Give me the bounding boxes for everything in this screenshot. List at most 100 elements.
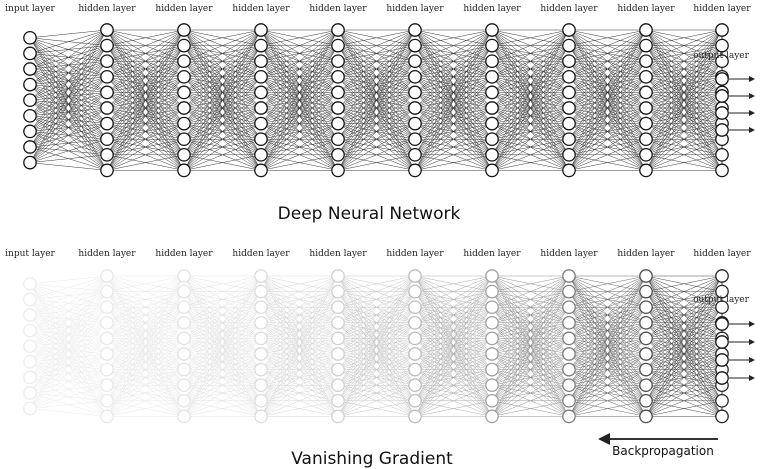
connection	[491, 275, 570, 417]
neuron	[254, 362, 268, 377]
hidden-layer-label: hidden layer	[232, 4, 290, 14]
connection	[260, 275, 339, 401]
neuron	[639, 147, 653, 162]
connection	[106, 275, 185, 355]
connection	[337, 275, 416, 417]
neuron	[177, 132, 191, 147]
connection	[183, 29, 262, 124]
neuron	[177, 409, 191, 424]
connection	[183, 384, 262, 417]
neuron	[715, 72, 729, 86]
connection	[106, 29, 185, 62]
diagram-caption: Vanishing Gradient	[291, 449, 453, 469]
neuron	[254, 315, 268, 330]
connection	[106, 29, 185, 46]
neuron	[715, 300, 729, 315]
neuron	[715, 371, 729, 385]
neuron	[639, 300, 653, 315]
backpropagation-label: Backpropagation	[612, 444, 714, 458]
connection	[183, 92, 262, 171]
neuron	[562, 116, 576, 131]
neuron	[715, 409, 729, 424]
connection	[337, 29, 416, 93]
hidden-layer-label: hidden layer	[540, 4, 598, 14]
connection	[106, 61, 185, 171]
connection	[183, 29, 262, 46]
connection	[491, 138, 570, 171]
connection	[260, 307, 339, 417]
connection	[183, 29, 262, 78]
output-layer-label: output layer	[693, 295, 750, 305]
neuron	[254, 378, 268, 393]
connection	[491, 29, 570, 46]
connection	[337, 29, 416, 124]
connection	[183, 400, 262, 417]
connection	[568, 291, 647, 417]
connection	[29, 275, 108, 409]
connection	[645, 275, 723, 386]
connection	[491, 307, 570, 417]
neuron	[254, 54, 268, 69]
neuron	[562, 54, 576, 69]
connection	[29, 154, 108, 163]
connection	[260, 45, 339, 171]
connection	[337, 154, 416, 171]
neuron	[331, 331, 345, 346]
connection	[414, 76, 493, 171]
neuron	[408, 300, 422, 315]
connection	[29, 29, 108, 116]
neuron	[485, 132, 499, 147]
connection	[337, 45, 416, 171]
connection	[491, 338, 570, 417]
neuron	[562, 409, 576, 424]
connection	[183, 275, 262, 339]
connection	[645, 291, 723, 417]
connection	[29, 29, 108, 101]
connection	[29, 76, 108, 163]
connection	[414, 275, 493, 324]
hidden-layer-label: hidden layer	[540, 249, 598, 259]
neuron	[408, 347, 422, 361]
hidden-layer-label: hidden layer	[232, 249, 290, 259]
connection	[491, 29, 570, 62]
connection	[337, 76, 416, 171]
connection	[414, 338, 493, 417]
connection	[568, 275, 647, 386]
neuron	[408, 101, 422, 115]
neuron	[562, 132, 576, 147]
neuron	[485, 69, 499, 84]
connection	[29, 29, 108, 85]
connection	[260, 29, 339, 140]
connection	[183, 307, 262, 417]
hidden-layer-label: hidden layer	[617, 4, 675, 14]
connection	[645, 275, 723, 339]
neuron	[331, 409, 345, 424]
neuron	[177, 116, 191, 131]
connection	[645, 322, 723, 417]
connection	[491, 275, 570, 292]
hidden-layer-label: hidden layer	[386, 249, 444, 259]
connection	[337, 29, 416, 109]
connection	[491, 154, 570, 171]
connection	[491, 275, 570, 355]
hidden-layer-label: hidden layer	[155, 4, 213, 14]
neuron	[23, 339, 37, 354]
connection	[568, 29, 647, 140]
connection	[414, 291, 493, 417]
neuron	[485, 378, 499, 393]
connection	[414, 138, 493, 171]
connection	[337, 123, 416, 171]
connection	[260, 275, 339, 370]
neuron	[562, 347, 576, 361]
neuron	[331, 85, 345, 100]
connection	[491, 275, 570, 401]
neuron	[639, 101, 653, 115]
connection	[29, 162, 108, 171]
connection	[568, 29, 647, 46]
neuron	[562, 378, 576, 393]
connection	[260, 275, 339, 292]
neuron	[254, 132, 268, 147]
neuron	[23, 140, 37, 154]
